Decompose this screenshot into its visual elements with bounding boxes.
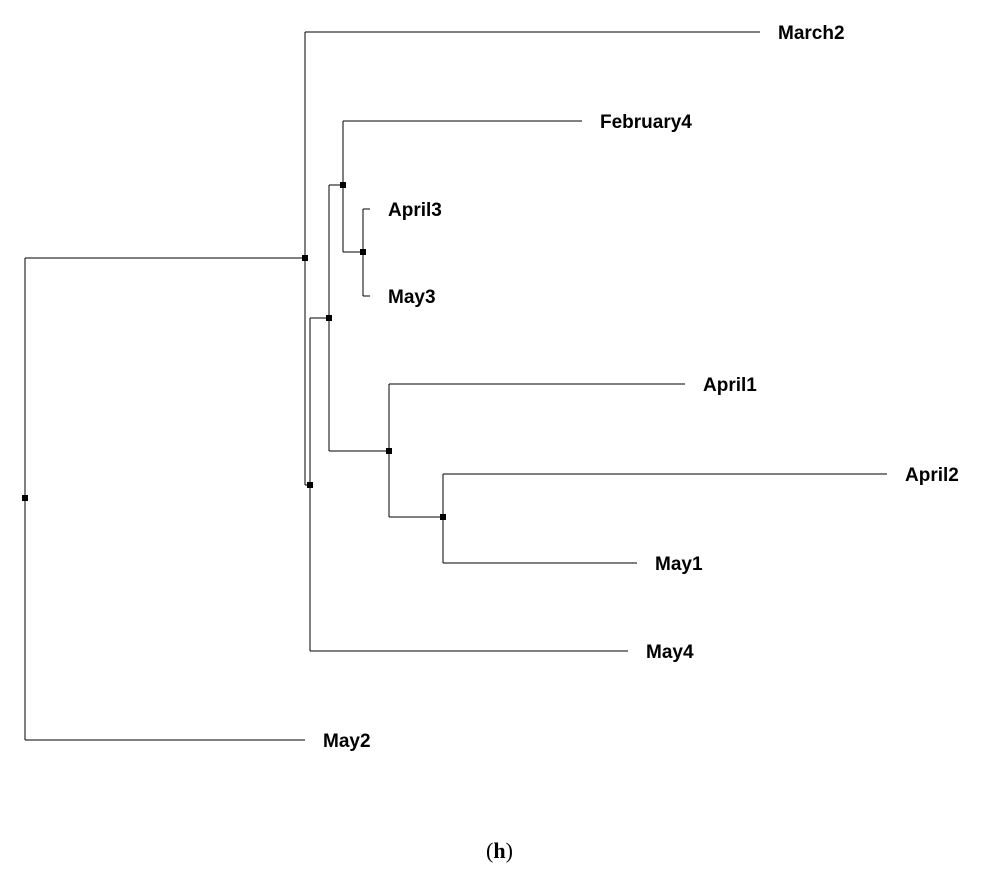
node-marker-c-april2-may1 bbox=[440, 514, 446, 520]
leaf-label-may1: May1 bbox=[655, 554, 703, 575]
leaf-label-may3: May3 bbox=[388, 287, 436, 308]
leaf-label-february4: February4 bbox=[600, 112, 692, 133]
node-marker-c-march2-group bbox=[302, 255, 308, 261]
node-marker-c-april3-may3 bbox=[360, 249, 366, 255]
leaf-label-march2: March2 bbox=[778, 23, 845, 44]
leaf-label-may2: May2 bbox=[323, 731, 371, 752]
caption-letter: h bbox=[493, 838, 506, 863]
figure-caption: (h) bbox=[0, 838, 999, 864]
node-marker-c-april1-group bbox=[386, 448, 392, 454]
leaf-label-april2: April2 bbox=[905, 465, 959, 486]
caption-open-paren: ( bbox=[486, 838, 494, 863]
leaf-label-april3: April3 bbox=[388, 200, 442, 221]
leaf-label-may4: May4 bbox=[646, 642, 694, 663]
dendrogram: March2February4April3May3April1April2May… bbox=[22, 23, 959, 752]
leaf-label-april1: April1 bbox=[703, 375, 757, 396]
caption-close-paren: ) bbox=[505, 838, 513, 863]
node-marker-c-mid bbox=[326, 315, 332, 321]
node-marker-c-feb4-group bbox=[340, 182, 346, 188]
node-marker-c-may4-group bbox=[307, 482, 313, 488]
node-marker-root bbox=[22, 495, 28, 501]
